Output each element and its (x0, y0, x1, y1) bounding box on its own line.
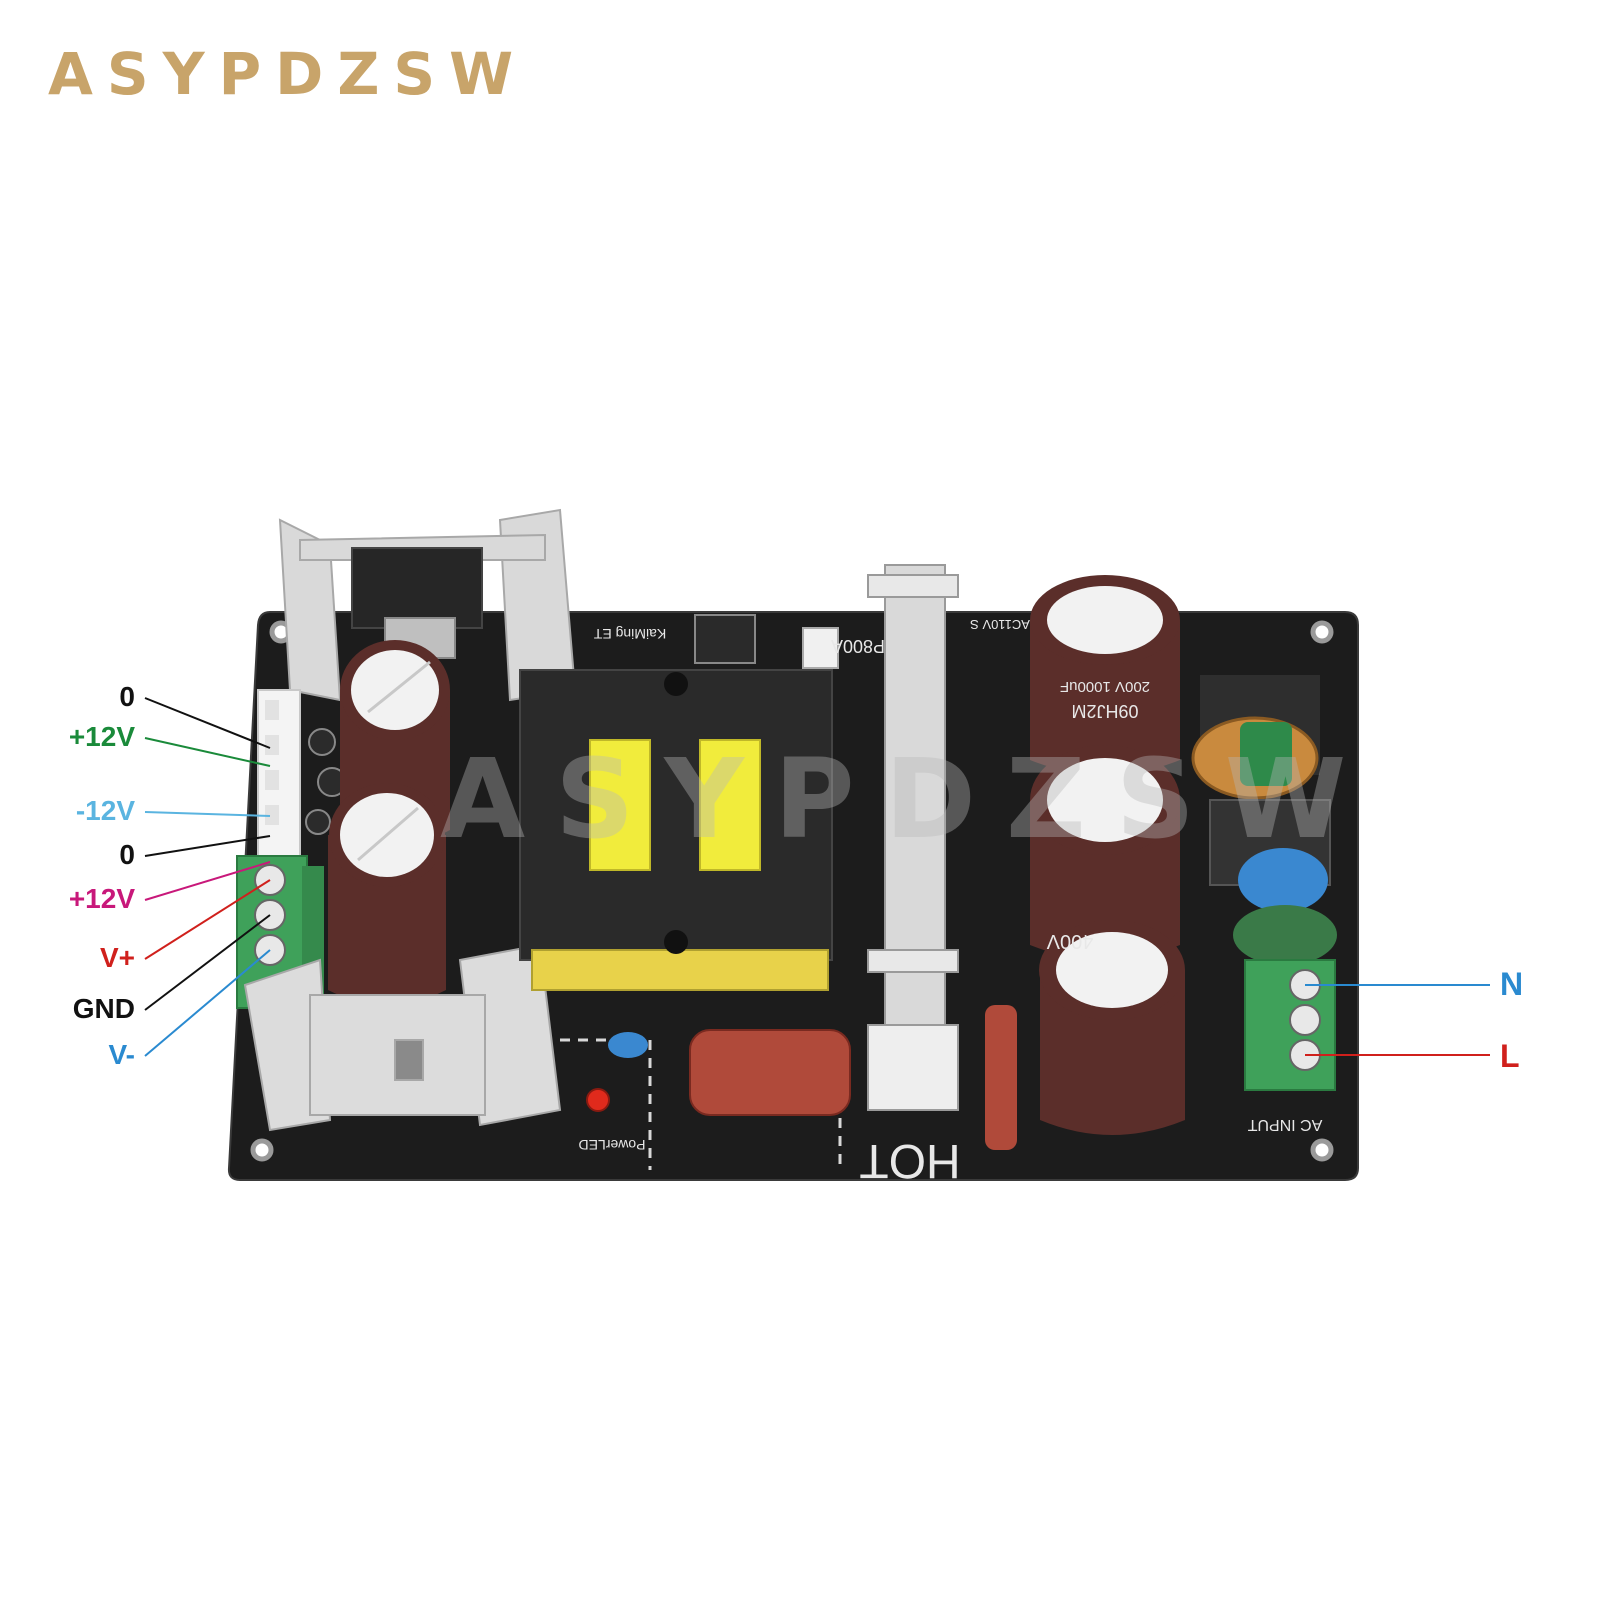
label-minus12v: -12V (75, 795, 135, 826)
label-0-top: 0 (119, 681, 135, 712)
optocouplers (694, 614, 839, 669)
label-plus12v-pink: +12V (68, 883, 135, 914)
bulk-capacitor-3 (1039, 920, 1185, 1135)
silk-maker: KaiMing ET (593, 626, 666, 642)
power-led (586, 1088, 610, 1112)
label-plus12v-green: +12V (68, 721, 135, 752)
heatsink-center (867, 564, 959, 1111)
y-capacitor (1238, 848, 1328, 912)
transformer (519, 669, 833, 991)
thermistor (1233, 905, 1337, 965)
silk-ac-input: AC INPUT (1247, 1116, 1322, 1133)
mosfet-package (351, 547, 483, 629)
cap-label-large: 200V 1000uF (1060, 678, 1150, 695)
silk-model: P800A (831, 636, 885, 656)
ac-input-terminal (1244, 959, 1336, 1091)
common-mode-choke (1191, 675, 1320, 800)
label-vplus: V+ (99, 942, 135, 973)
silk-ac110v: AC110V S (970, 617, 1030, 632)
silk-power-led: PowerLED (579, 1137, 646, 1153)
label-n: N (1500, 966, 1524, 1002)
label-gnd: GND (72, 993, 135, 1024)
film-capacitor (689, 1029, 851, 1116)
cap-label-series: 09HJ2M (1071, 701, 1138, 721)
blue-ceramic-capacitor (608, 1032, 648, 1058)
isolation-line (560, 1038, 842, 1170)
output-capacitor-bottom (328, 783, 446, 1005)
bulk-capacitor-1 (1030, 575, 1180, 775)
output-header (257, 689, 301, 861)
cap-label-small: 400V (1046, 930, 1093, 952)
label-vminus: V- (108, 1039, 135, 1070)
brand-logo: ASYPDZSW (48, 40, 528, 108)
mounting-holes (250, 620, 1334, 1162)
leader-lines (144, 697, 1490, 1057)
small-capacitors (305, 728, 347, 835)
bulk-capacitor-2 (1030, 745, 1180, 960)
silk-hot: HOT (859, 1134, 960, 1187)
label-l: L (1500, 1038, 1520, 1074)
label-0-mid: 0 (119, 839, 135, 870)
film-capacitor-small (985, 1005, 1017, 1150)
